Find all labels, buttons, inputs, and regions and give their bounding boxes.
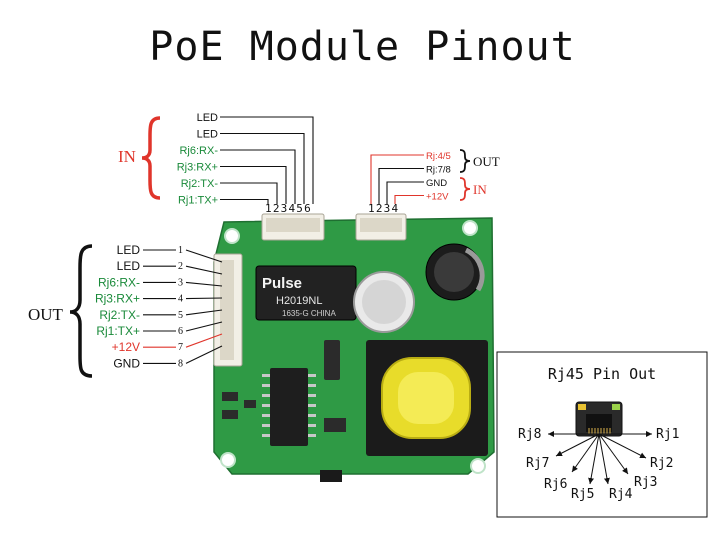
- top-left-leader-line: [220, 116, 314, 204]
- top-right-in-label: IN: [473, 182, 487, 197]
- top-left-pin-label: Rj6:RX-: [179, 145, 218, 157]
- top-left-leader-line: [220, 132, 305, 204]
- top-right-pin-label: Rj:7/8: [426, 165, 451, 176]
- left-leader-line: [143, 265, 223, 275]
- rj45-pin-arrow: [588, 433, 600, 485]
- rj45-pin-label: Rj6: [544, 477, 567, 492]
- connector-4pin: [355, 213, 407, 241]
- rj45-pin-label: Rj4: [609, 487, 633, 502]
- rj45-jack-icon: [575, 401, 623, 437]
- rj45-pin-label: Rj2: [650, 456, 673, 471]
- top-left-pin-label: LED: [197, 129, 218, 141]
- connector-8pin: [213, 253, 243, 367]
- transformer-model: H2019NL: [276, 295, 322, 307]
- mount-hole: [224, 228, 240, 244]
- left-pin-label: LED: [117, 243, 141, 257]
- left-pin-number: 8: [178, 358, 183, 369]
- left-leader-line: [143, 249, 223, 263]
- left-leader-line: [143, 309, 223, 316]
- rj45-pin-label: Rj5: [571, 487, 594, 502]
- left-pin-number: 2: [178, 261, 183, 272]
- left-pin-label: Rj6:RX-: [98, 275, 140, 289]
- left-leader-line: [143, 297, 223, 300]
- top-left-leader-line: [220, 182, 278, 204]
- smd-components: [222, 340, 346, 482]
- left-pin-label: +12V: [112, 340, 140, 354]
- ic-chip: [262, 368, 316, 446]
- top-left-pin-label: Rj1:TX+: [178, 195, 218, 207]
- left-pin-label: Rj2:TX-: [99, 308, 140, 322]
- rj45-pin-arrow: [598, 433, 610, 485]
- rj45-pin-label: Rj7: [526, 456, 549, 471]
- flyback-transformer: [366, 340, 488, 456]
- top-left-leader-line: [220, 165, 287, 204]
- top-right-pin-label: +12V: [426, 192, 449, 203]
- rj45-pin-arrow: [598, 433, 629, 475]
- left-pin-label: GND: [113, 356, 140, 370]
- mount-hole: [220, 452, 236, 468]
- left-pin-label: LED: [117, 259, 141, 273]
- rj45-pin-label: Rj1: [656, 427, 679, 442]
- top-right-leader-line: [378, 167, 424, 204]
- left-pin-number: 6: [178, 326, 183, 337]
- pulse-transformer: Pulse H2019NL 1635-G CHINA: [255, 265, 357, 321]
- top-right-out-brace: [459, 149, 471, 173]
- mount-hole: [462, 220, 478, 236]
- pcb-board: Pulse H2019NL 1635-G CHINA: [213, 213, 495, 482]
- top-right-pin-label: Rj:4/5: [426, 151, 451, 162]
- top-right-leader-line: [386, 181, 424, 204]
- mount-hole: [470, 458, 486, 474]
- top-left-pin-numbers: 123456: [265, 202, 312, 215]
- left-pin-label: Rj1:TX+: [96, 324, 140, 338]
- capacitor-large-1: [353, 271, 415, 333]
- left-leader-line: [143, 345, 223, 364]
- top-left-brace: [141, 116, 161, 200]
- left-pin-number: 7: [178, 342, 183, 353]
- connector-6pin: [261, 213, 325, 241]
- left-pin-number: 4: [178, 294, 183, 305]
- transformer-code: 1635-G CHINA: [282, 309, 336, 318]
- rj45-pin-label: Rj3: [634, 475, 657, 490]
- top-right-leader-line: [394, 194, 424, 204]
- top-right-pin-label: GND: [426, 178, 447, 189]
- rj45-pin-arrow: [571, 433, 600, 473]
- left-leader-line: [143, 321, 223, 332]
- top-right-in-brace: [459, 177, 471, 201]
- left-pin-number: 3: [178, 277, 183, 288]
- left-leader-line: [143, 333, 223, 348]
- top-left-pinout: IN LED LED Rj6:RX- Rj3:RX+ Rj2:TX- Rj1:TX+ 12…: [118, 112, 314, 215]
- top-left-pin-label: Rj3:RX+: [177, 162, 218, 174]
- rj45-pin-arrow: [598, 433, 647, 459]
- capacitor-large-2: [425, 243, 485, 301]
- top-left-in-label: IN: [118, 147, 136, 166]
- left-pin-number: 5: [178, 310, 183, 321]
- left-leader-line: [143, 281, 223, 287]
- left-brace: [69, 244, 93, 378]
- left-out-label: OUT: [28, 305, 64, 324]
- top-left-pin-label: Rj2:TX-: [181, 178, 219, 190]
- top-right-pin-numbers: 1234: [368, 202, 399, 215]
- rj45-panel-title: Rj45 Pin Out: [548, 365, 656, 383]
- rj45-pin-label: Rj8: [518, 427, 541, 442]
- transformer-brand: Pulse: [262, 275, 302, 292]
- top-right-leader-line: [370, 154, 424, 204]
- top-left-leader-line: [220, 198, 269, 204]
- top-left-leader-line: [220, 149, 296, 204]
- left-pin-label: Rj3:RX+: [95, 292, 140, 306]
- left-pin-number: 1: [178, 245, 183, 256]
- top-left-pin-label: LED: [197, 112, 218, 124]
- page-title: PoE Module Pinout: [149, 24, 576, 70]
- top-right-out-label: OUT: [473, 154, 500, 169]
- rj45-pin-arrow: [555, 433, 600, 457]
